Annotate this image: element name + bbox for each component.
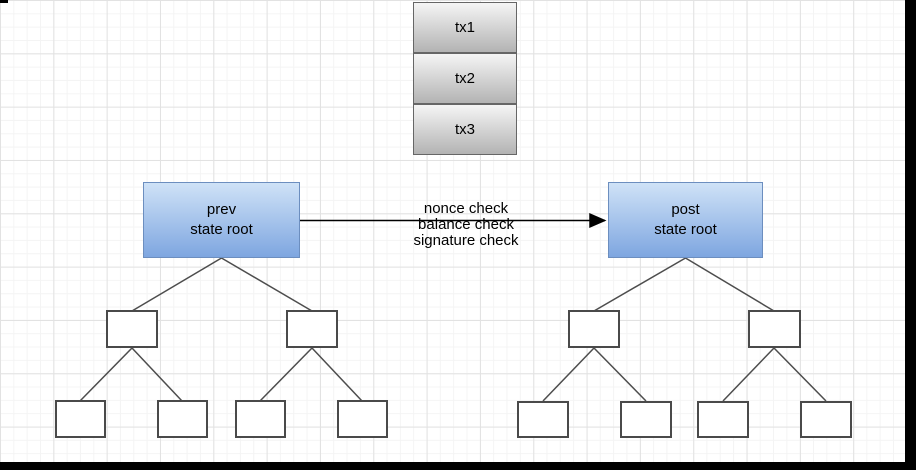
tree-edge <box>311 347 363 402</box>
post-tree-child-right <box>748 310 801 348</box>
prev-tree-leaf-1 <box>55 400 106 438</box>
prev-tree-leaf-2 <box>157 400 208 438</box>
post-tree-leaf-2 <box>620 401 672 438</box>
tree-edge <box>722 347 775 402</box>
tree-edge <box>685 257 775 312</box>
tx2-box: tx2 <box>413 53 517 104</box>
post-state-root-box: post state root <box>608 182 763 258</box>
post-tree-leaf-4 <box>800 401 852 438</box>
screen-edge-right <box>905 0 916 470</box>
prev-tree-child-right <box>286 310 338 348</box>
arrow-label-line: signature check <box>413 232 519 249</box>
arrow-label: nonce check balance check signature chec… <box>385 201 547 249</box>
post-tree-leaf-1 <box>517 401 569 438</box>
tree-edge <box>221 257 313 312</box>
tree-edge <box>542 347 595 402</box>
tree-edge <box>593 347 647 402</box>
screen-corner-mark <box>0 0 8 3</box>
tree-edge <box>593 257 686 312</box>
tx3-box: tx3 <box>413 104 517 155</box>
tree-edge <box>79 347 133 402</box>
prev-state-root-box: prev state root <box>143 182 300 258</box>
post-tree-child-left <box>568 310 620 348</box>
screen-edge-bottom <box>0 462 916 470</box>
prev-tree-child-left <box>106 310 158 348</box>
arrow-label-line: nonce check <box>423 200 509 217</box>
tree-edge <box>131 347 183 402</box>
tree-edge <box>773 347 827 402</box>
arrow-label-line: balance check <box>418 216 514 233</box>
tree-edge <box>131 257 222 312</box>
tx1-box: tx1 <box>413 2 517 53</box>
prev-tree-leaf-4 <box>337 400 388 438</box>
prev-tree-leaf-3 <box>235 400 286 438</box>
post-tree-leaf-3 <box>697 401 749 438</box>
tree-edge <box>259 347 313 402</box>
